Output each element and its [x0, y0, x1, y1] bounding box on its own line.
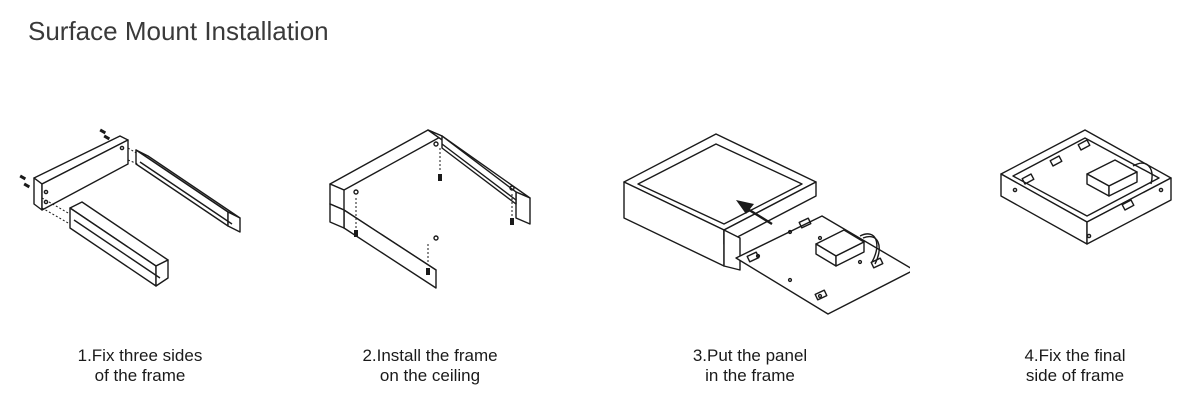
screw-icon [438, 174, 442, 181]
step-4-caption: 4.Fix the final side of frame [1024, 346, 1126, 385]
step-3-caption: 3.Put the panel in the frame [692, 346, 808, 385]
step-1-illustration [19, 128, 241, 287]
driver-box-icon [1086, 159, 1153, 197]
arrow-icon [736, 200, 773, 226]
screw-icon [426, 268, 430, 275]
screw-icon [354, 230, 358, 237]
screw-icon [19, 128, 111, 189]
step-4: 4.Fix the final side of frame [935, 120, 1194, 410]
step-3-illustration [623, 133, 910, 315]
step-2-illustration [329, 129, 531, 289]
step-1-caption: 1.Fix three sides of the frame [77, 346, 203, 385]
step-3: 3.Put the panel in the frame [610, 120, 910, 410]
step-4-illustration [1000, 129, 1172, 245]
step-2: 2.Install the frame on the ceiling [290, 120, 570, 410]
step-2-caption: 2.Install the frame on the ceiling [362, 346, 498, 385]
driver-box-icon [815, 229, 880, 267]
page-title: Surface Mount Installation [28, 16, 329, 46]
step-1: 1.Fix three sides of the frame [0, 120, 280, 410]
screw-icon [510, 218, 514, 225]
